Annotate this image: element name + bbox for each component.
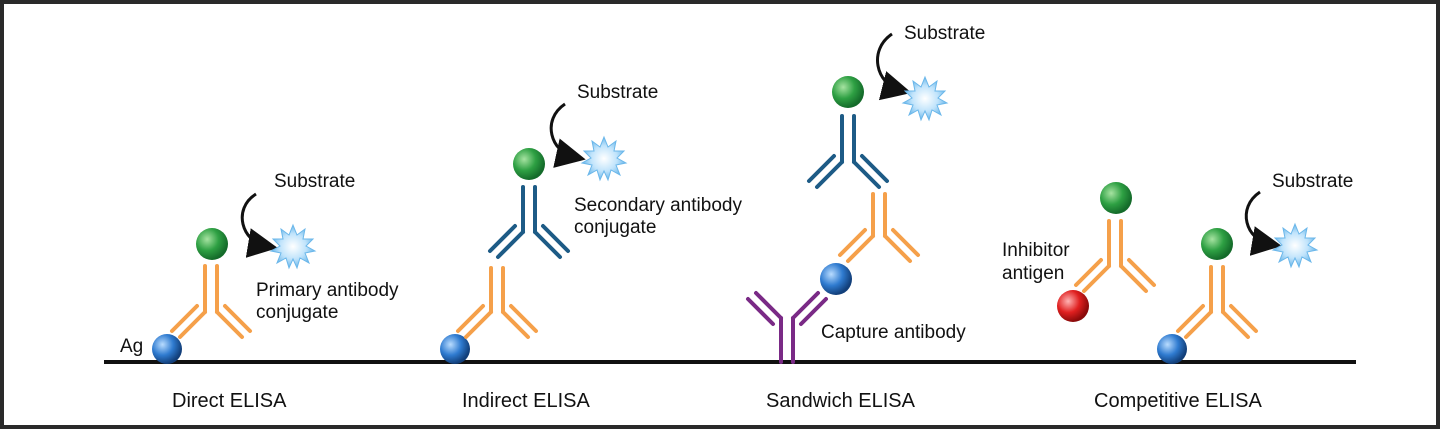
indirect-elisa-panel: Substrate Secondary antibody conjugate I… xyxy=(440,82,742,412)
competitive-elisa-panel: Inhibitor antigen Substrate Competitive … xyxy=(1002,171,1353,412)
panel-title-competitive: Competitive ELISA xyxy=(1094,390,1263,412)
enzyme-icon xyxy=(513,148,545,180)
secondary-antibody-label-line1: Secondary antibody xyxy=(574,195,742,216)
antigen-icon xyxy=(440,334,470,364)
secondary-antibody-icon xyxy=(807,114,889,189)
primary-antibody-label-line1: Primary antibody xyxy=(256,280,399,301)
antigen-icon xyxy=(820,263,852,295)
direct-elisa-panel: Ag Substrate Primary antibody conjugate … xyxy=(120,171,399,412)
sandwich-elisa-panel: Substrate Capture antibody Sandwich ELIS… xyxy=(746,23,985,412)
secondary-antibody-icon xyxy=(488,185,570,259)
capture-antibody-icon xyxy=(746,291,828,364)
secondary-antibody-label-line2: conjugate xyxy=(574,217,656,238)
primary-antibody-icon xyxy=(456,266,538,339)
substrate-icon xyxy=(269,223,317,270)
inhibitor-antigen-label-line2: antigen xyxy=(1002,263,1064,284)
substrate-label: Substrate xyxy=(274,171,355,192)
reaction-arrow-icon xyxy=(240,192,278,258)
inhibitor-antigen-label-line1: Inhibitor xyxy=(1002,240,1070,261)
free-antibody-icon xyxy=(1074,219,1156,293)
enzyme-icon xyxy=(832,76,864,108)
substrate-label: Substrate xyxy=(904,23,985,44)
inhibitor-antigen-icon xyxy=(1057,290,1089,322)
substrate-icon xyxy=(1271,222,1319,269)
substrate-label: Substrate xyxy=(577,82,658,103)
primary-antibody-label-line2: conjugate xyxy=(256,302,338,323)
enzyme-icon xyxy=(1201,228,1233,260)
panel-title-indirect: Indirect ELISA xyxy=(462,390,591,412)
diagram-canvas: Ag Substrate Primary antibody conjugate … xyxy=(104,23,1356,412)
antigen-icon xyxy=(1157,334,1187,364)
reaction-arrow-icon xyxy=(1244,190,1282,256)
substrate-icon xyxy=(901,75,949,122)
enzyme-icon xyxy=(1100,182,1132,214)
reaction-arrow-icon xyxy=(549,102,586,168)
detection-antibody-icon xyxy=(838,192,920,263)
bound-antibody-icon xyxy=(1176,265,1258,339)
substrate-label: Substrate xyxy=(1272,171,1353,192)
reaction-arrow-icon xyxy=(876,32,912,101)
panel-title-direct: Direct ELISA xyxy=(172,390,287,412)
ag-label: Ag xyxy=(120,336,143,357)
capture-antibody-label: Capture antibody xyxy=(821,322,966,343)
primary-antibody-icon xyxy=(170,264,252,339)
substrate-icon xyxy=(580,135,628,182)
panel-title-sandwich: Sandwich ELISA xyxy=(766,390,916,412)
enzyme-icon xyxy=(196,228,228,260)
antigen-icon xyxy=(152,334,182,364)
